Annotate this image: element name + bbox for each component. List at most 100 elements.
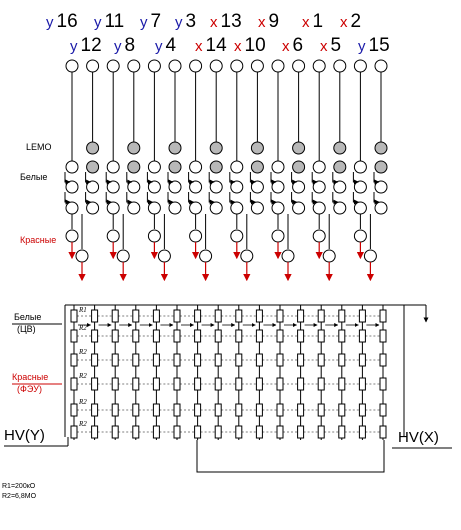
white-wire-socket [65,180,79,194]
white-wire-arrow [64,172,71,185]
white-wire-arrow [249,192,256,205]
channel-number: 11 [105,11,125,32]
lemo-socket [127,141,141,155]
white-wire-arrow [249,172,256,185]
resistor [132,425,140,439]
connector-socket [271,160,285,174]
resistor [194,353,202,367]
resistor [297,377,305,391]
channel-number: 3 [186,11,197,32]
resistor [91,403,99,417]
lemo-socket [333,141,347,155]
bottom-bus [196,440,385,473]
white-wire-arrow [229,192,236,205]
resistor [91,425,99,439]
channel-number: 5 [331,35,342,56]
connector-socket [168,160,182,174]
channel-prefix: y [175,14,183,31]
resistor [338,329,346,343]
resistor [297,329,305,343]
white-wire-socket [374,180,388,194]
top-socket [271,59,285,73]
top-socket [230,59,244,73]
white-wire-socket [374,201,388,215]
red-wires-label: Красные [20,235,56,245]
white-wire-arrow [64,192,71,205]
white-wire-socket [189,180,203,194]
resistor [297,309,305,323]
channel-prefix: x [302,14,310,31]
white-wire-arrow [146,172,153,185]
resistor [173,353,181,367]
connector-socket [292,160,306,174]
resistor [111,377,119,391]
red-wire-socket [147,229,161,243]
channel-prefix: y [70,38,78,55]
top-socket [189,59,203,73]
resistor [70,377,78,391]
top-socket [86,59,100,73]
top-socket [250,59,264,73]
resistor [255,425,263,439]
resistor [173,377,181,391]
channel-prefix: x [340,14,348,31]
channel-number: 9 [269,11,280,32]
white-wire-arrow [208,172,215,185]
resistor [132,329,140,343]
resistor [173,309,181,323]
red-wire-socket [240,249,254,263]
channel-prefix: x [234,38,242,55]
red-wire-socket [157,249,171,263]
resistor [276,377,284,391]
channel-number: 1 [313,11,324,32]
red-wire-socket [75,249,89,263]
lemo-socket [86,141,100,155]
channel-prefix: x [320,38,328,55]
white-wire-socket [86,201,100,215]
red-divider-sublabel: (ФЭУ) [17,384,42,394]
resistor [317,309,325,323]
white-wire-socket [271,180,285,194]
channel-number: 10 [245,35,266,56]
white-wires-label: Белые [20,172,47,182]
resistor [358,425,366,439]
resistor [111,425,119,439]
red-wire-socket [65,229,79,243]
white-wire-arrow [229,172,236,185]
lemo-socket [168,141,182,155]
top-socket [147,59,161,73]
resistor [317,353,325,367]
resistor-label: R2 [78,372,87,380]
red-wire-socket [281,249,295,263]
resistor [235,425,243,439]
channel-prefix: y [114,38,122,55]
white-wire-arrow [188,192,195,205]
resistor [111,353,119,367]
resistor [194,329,202,343]
resistor [235,353,243,367]
resistor [91,377,99,391]
white-wire-arrow [105,192,112,205]
lemo-socket [250,141,264,155]
white-wire-arrow [208,192,215,205]
white-wire-socket [209,201,223,215]
top-socket [106,59,120,73]
red-divider-label: Красные [12,372,48,382]
resistor [255,377,263,391]
channel-number: 14 [206,35,228,56]
resistor [358,377,366,391]
connector-socket [127,160,141,174]
red-wire-socket [322,249,336,263]
top-socket [127,59,141,73]
resistor [70,403,78,417]
connector-socket [333,160,347,174]
resistor-label: R2 [78,420,87,428]
white-divider-sublabel: (ЦВ) [17,324,36,334]
